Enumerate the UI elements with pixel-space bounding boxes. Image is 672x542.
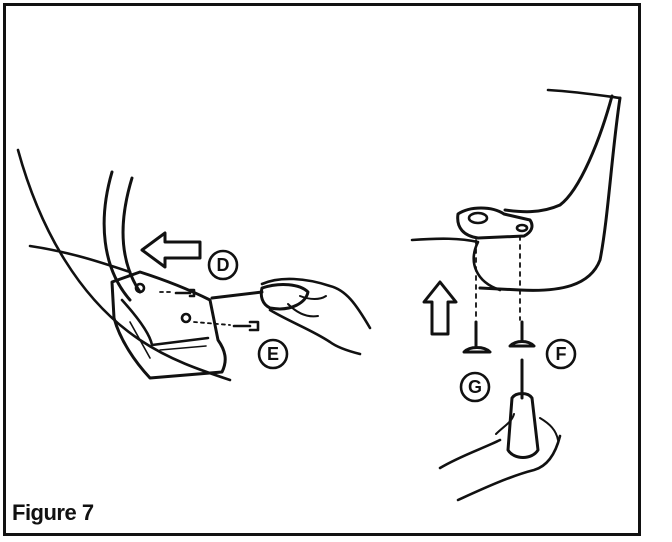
callout-e-label: E bbox=[267, 344, 279, 364]
wheel-arch-outer bbox=[16, 148, 232, 382]
fender-top bbox=[546, 88, 622, 100]
mud-flap-hatch bbox=[129, 321, 207, 359]
right-scene bbox=[410, 88, 622, 502]
screwdriver-shaft bbox=[210, 290, 264, 300]
bracket-hole-g bbox=[467, 211, 489, 225]
bracket-hole-f bbox=[515, 223, 529, 233]
hand-fingers bbox=[287, 295, 327, 318]
screw-d bbox=[174, 288, 196, 298]
body-line bbox=[28, 244, 132, 274]
mud-flap-hole-lower bbox=[180, 312, 192, 324]
mud-flap bbox=[110, 270, 227, 380]
callout-d-label: D bbox=[217, 255, 230, 275]
hand-left bbox=[438, 434, 562, 502]
callout-g-label: G bbox=[468, 377, 482, 397]
callouts bbox=[207, 249, 577, 403]
mud-flap-hole-upper bbox=[134, 282, 146, 294]
screwdriver-handle bbox=[259, 283, 310, 311]
screw-e-guide bbox=[193, 321, 231, 326]
wheel-arch-inner-2 bbox=[121, 176, 142, 294]
hand-left-fingers bbox=[495, 413, 559, 441]
screw-e bbox=[232, 320, 260, 332]
hand-right bbox=[260, 277, 372, 356]
figure-frame bbox=[3, 3, 641, 536]
callout-d-circle bbox=[207, 249, 239, 281]
fender-lower-edge bbox=[410, 237, 502, 292]
screw-f bbox=[508, 320, 536, 348]
mount-bracket bbox=[456, 206, 534, 240]
screw-g bbox=[462, 320, 492, 354]
figure-caption: Figure 7 bbox=[12, 500, 94, 525]
callout-g-circle bbox=[459, 371, 491, 403]
fender-side bbox=[503, 94, 614, 214]
left-scene bbox=[16, 148, 372, 382]
screwdriver-vertical-handle bbox=[506, 392, 540, 459]
callout-e-circle bbox=[257, 338, 289, 370]
wheel-arch-inner-1 bbox=[102, 170, 132, 302]
callout-f-label: F bbox=[556, 344, 567, 364]
fender-inner bbox=[478, 96, 622, 292]
mud-flap-edge bbox=[120, 298, 210, 347]
arrow-left-icon bbox=[140, 231, 202, 269]
arrow-up-icon bbox=[422, 280, 458, 336]
callout-f-circle bbox=[545, 338, 577, 370]
